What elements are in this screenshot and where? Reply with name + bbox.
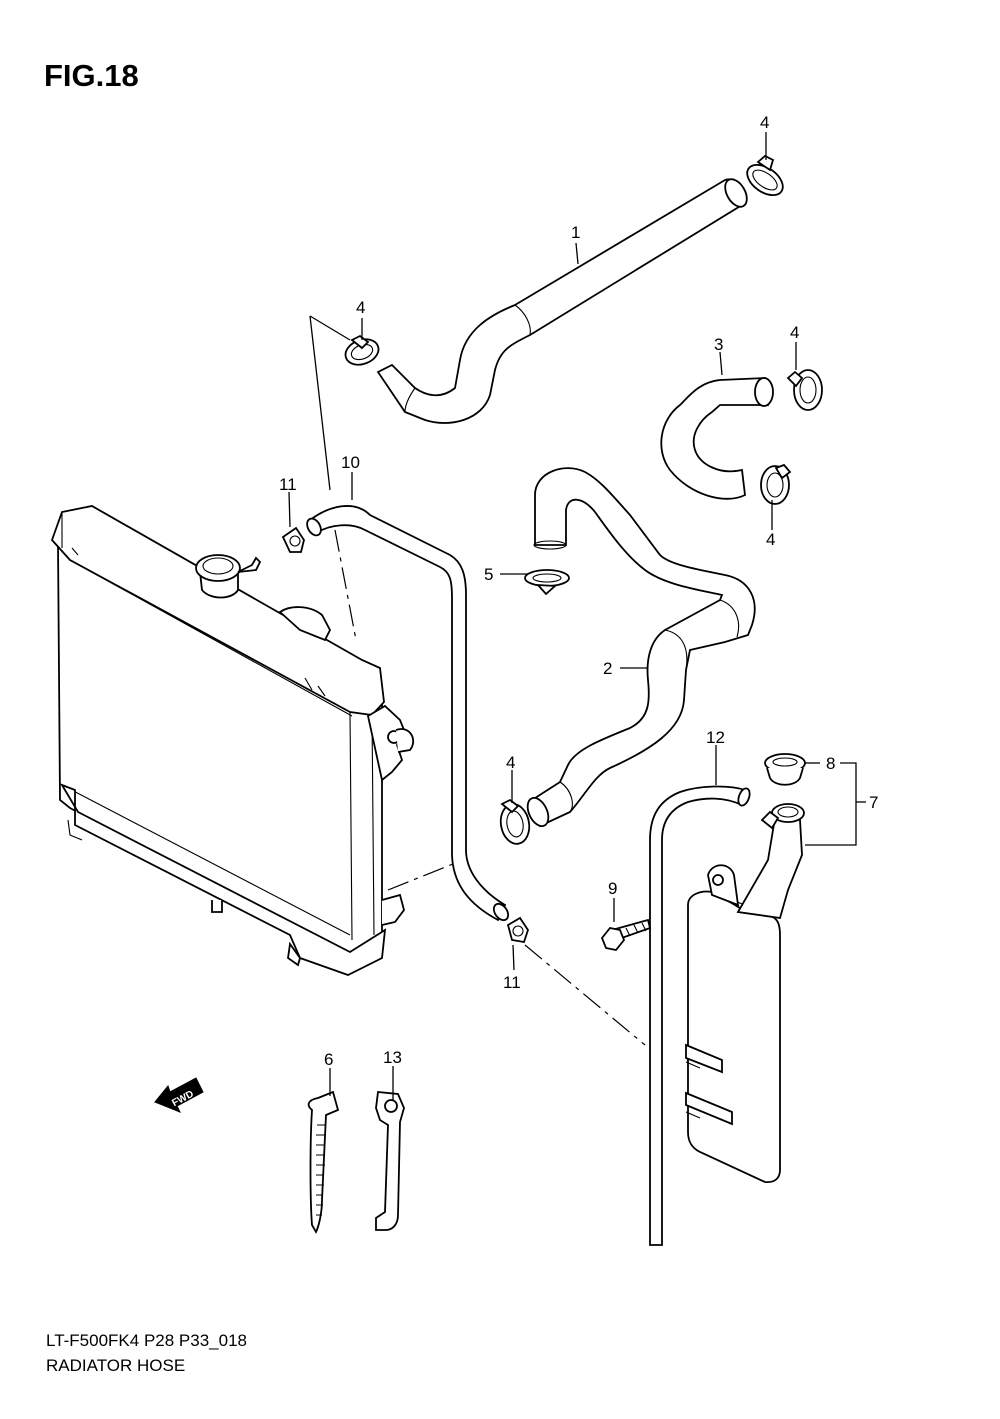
bypass-hose xyxy=(660,377,774,500)
figure-name: RADIATOR HOSE xyxy=(46,1356,186,1375)
upper-radiator-hose xyxy=(376,178,748,424)
hose-clamp-lower xyxy=(499,798,531,845)
rubber-holder xyxy=(375,1091,405,1231)
figure-title: FIG.18 xyxy=(44,58,139,93)
model-code: LT-F500FK4 P28 P33_018 xyxy=(46,1331,247,1350)
callout-7: 7 xyxy=(869,793,878,812)
fwd-arrow-icon: FWD xyxy=(154,1077,204,1113)
radiator xyxy=(50,505,415,976)
hose-clamp-5 xyxy=(524,569,570,596)
callout-4-top: 4 xyxy=(760,113,769,132)
bolt-9 xyxy=(600,918,652,951)
cable-tie xyxy=(307,1090,340,1234)
callout-13: 13 xyxy=(383,1048,402,1067)
callout-2: 2 xyxy=(603,659,612,678)
callout-3: 3 xyxy=(714,335,723,354)
callout-4-right-lower: 4 xyxy=(766,530,775,549)
callout-10: 10 xyxy=(341,453,360,472)
callout-12: 12 xyxy=(706,728,725,747)
reservoir-tank xyxy=(685,803,805,1183)
hose-clip-lower xyxy=(506,916,529,944)
reservoir-hose xyxy=(649,785,751,1246)
hose-clamp-top xyxy=(746,154,784,197)
hose-clamp-right-upper xyxy=(786,369,823,411)
callout-4-lower: 4 xyxy=(506,753,515,772)
hose-clamp-upper-left xyxy=(344,334,380,366)
hose-clamp-right-lower xyxy=(760,463,792,505)
callout-8: 8 xyxy=(826,754,835,773)
overflow-hose xyxy=(306,505,510,922)
callout-4-upper-left: 4 xyxy=(356,298,365,317)
reservoir-cap xyxy=(764,753,806,786)
lower-radiator-hose xyxy=(526,467,756,828)
callout-5: 5 xyxy=(484,565,493,584)
callout-11-upper: 11 xyxy=(279,475,297,494)
callout-1: 1 xyxy=(571,223,580,242)
callout-11-lower: 11 xyxy=(503,973,521,992)
callout-9: 9 xyxy=(608,879,617,898)
callout-6: 6 xyxy=(324,1050,333,1069)
callout-4-right-upper: 4 xyxy=(790,323,799,342)
hose-clip-upper xyxy=(281,526,305,553)
